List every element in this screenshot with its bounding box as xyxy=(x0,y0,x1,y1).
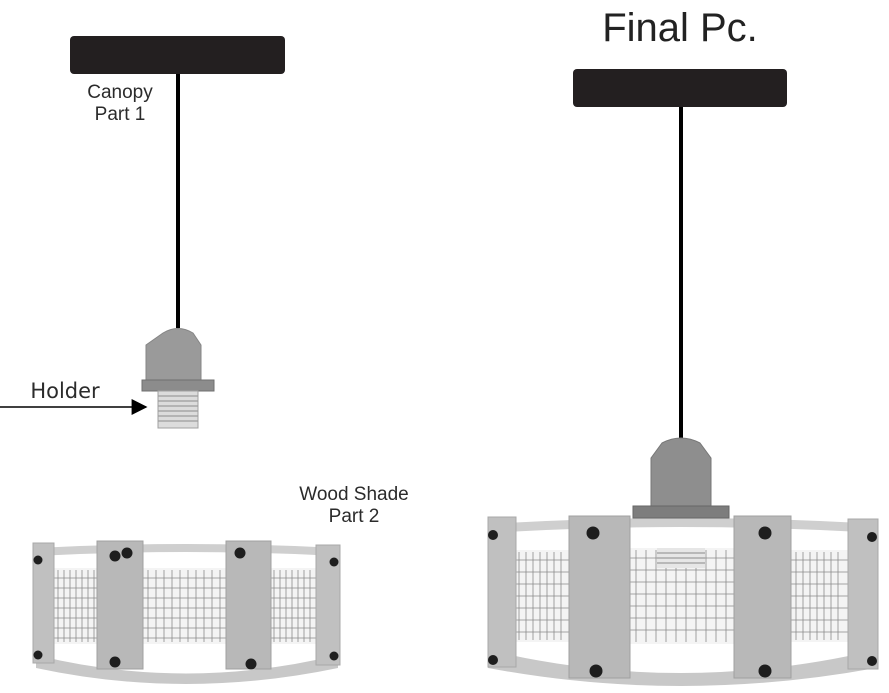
holder-cap xyxy=(145,328,202,381)
wood-shade-label-line1: Wood Shade xyxy=(299,484,409,505)
wood-shade-label: Wood Shade Part 2 xyxy=(278,484,430,529)
shade-panel-left-edge xyxy=(32,542,55,664)
final-canopy-plate xyxy=(573,69,787,107)
wood-shade-label-line2: Part 2 xyxy=(328,506,380,528)
shade-mesh-center xyxy=(143,568,227,644)
final-panel-2 xyxy=(733,515,792,679)
final-holder-cap xyxy=(650,437,712,509)
final-shade xyxy=(487,437,879,686)
final-holder xyxy=(632,437,730,568)
shade-mesh-right xyxy=(270,568,316,644)
final-shade-bottom-ring xyxy=(488,650,876,686)
canopy-label-line1: Canopy xyxy=(87,82,153,103)
canopy-plate xyxy=(70,36,285,74)
wood-shade-part-2 xyxy=(32,540,341,684)
final-bolts xyxy=(488,526,877,678)
final-panel-right-edge xyxy=(847,518,879,670)
canopy-label-line2: Part 1 xyxy=(94,104,146,126)
shade-mesh-left xyxy=(54,568,99,644)
final-holder-thread xyxy=(657,548,705,568)
final-holder-collar xyxy=(632,505,730,519)
final-panel-1 xyxy=(568,515,631,679)
shade-top-ring xyxy=(36,544,338,556)
holder-label: Holder xyxy=(30,379,100,403)
final-shade-top-ring xyxy=(488,518,876,533)
final-panel-left-edge xyxy=(487,516,517,668)
canopy-part-1 xyxy=(70,36,285,74)
holder-thread-lines xyxy=(158,395,198,422)
shade-bottom-ring xyxy=(36,655,338,684)
final-mesh-left xyxy=(514,550,570,642)
final-piece-title: Final Pc. xyxy=(602,6,758,50)
canopy-label: Canopy Part 1 xyxy=(70,82,170,127)
shade-panel-1 xyxy=(96,540,144,670)
holder-collar xyxy=(141,379,215,392)
shade-bolts xyxy=(33,547,339,670)
shade-panel-2 xyxy=(225,540,272,670)
holder xyxy=(141,328,215,429)
final-mesh-right xyxy=(790,550,848,642)
final-canopy xyxy=(573,69,787,107)
holder-thread xyxy=(157,390,199,429)
